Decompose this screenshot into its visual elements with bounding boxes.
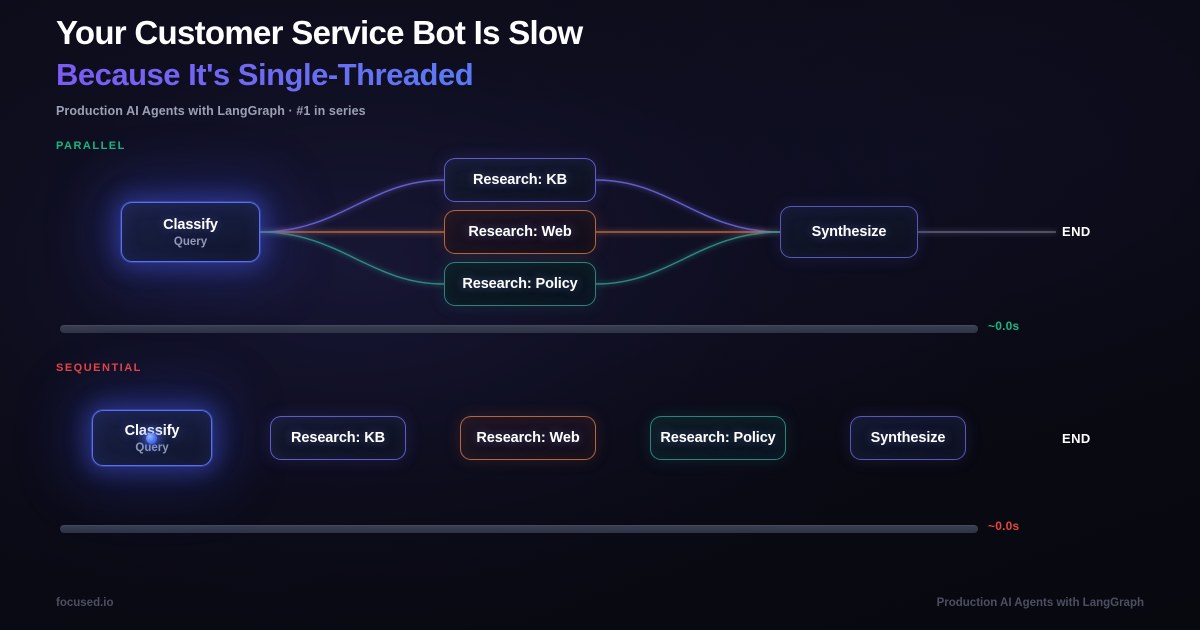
node-synthesize-parallel[interactable]: Synthesize <box>780 206 918 258</box>
node-research-web-sequential[interactable]: Research: Web <box>460 416 596 460</box>
node-subtitle: Query <box>173 235 208 248</box>
header: Your Customer Service Bot Is Slow Becaus… <box>56 14 583 119</box>
node-classify-sequential[interactable]: Classify Query <box>92 410 212 466</box>
footer-brand[interactable]: focused.io <box>56 597 114 609</box>
parallel-graph: Classify Query Research: KB Research: We… <box>0 140 1200 330</box>
node-title: Classify <box>124 422 180 439</box>
node-title: Synthesize <box>870 430 946 446</box>
parallel-edges <box>259 179 1056 285</box>
parallel-timing-row: ~0.0s <box>0 319 1200 336</box>
sequential-graph: Classify Query Research: KB Research: We… <box>0 362 1200 552</box>
sequential-timing-row: ~0.0s <box>0 519 1200 536</box>
node-research-policy-sequential[interactable]: Research: Policy <box>650 416 786 460</box>
node-subtitle: Query <box>135 441 169 454</box>
parallel-elapsed-time: ~0.0s <box>988 319 1020 333</box>
node-research-kb-parallel[interactable]: Research: KB <box>444 158 596 202</box>
active-step-indicator-dot <box>146 433 157 444</box>
parallel-section-label: PARALLEL <box>56 140 126 152</box>
node-research-policy-parallel[interactable]: Research: Policy <box>444 262 596 306</box>
end-label-sequential: END <box>1062 431 1091 446</box>
footer-series: Production AI Agents with LangGraph <box>936 597 1144 609</box>
node-research-kb-sequential[interactable]: Research: KB <box>270 416 406 460</box>
parallel-progress-bar[interactable] <box>60 325 978 333</box>
node-title: Research: Web <box>476 430 580 446</box>
page-subtitle: Production AI Agents with LangGraph · #1… <box>56 104 366 119</box>
end-label-parallel: END <box>1062 224 1091 239</box>
node-title: Research: Policy <box>462 276 578 292</box>
node-classify-parallel[interactable]: Classify Query <box>121 202 260 262</box>
sequential-elapsed-time: ~0.0s <box>988 519 1020 533</box>
node-title: Research: KB <box>473 172 567 188</box>
node-title: Research: KB <box>291 430 385 446</box>
node-research-web-parallel[interactable]: Research: Web <box>444 210 596 254</box>
sequential-section-label: SEQUENTIAL <box>56 362 142 374</box>
node-title: Synthesize <box>811 224 887 240</box>
page-title-line2: Because It's Single-Threaded <box>56 56 582 93</box>
node-title: Research: Policy <box>660 430 776 446</box>
sequential-edges <box>211 437 1056 439</box>
node-synthesize-sequential[interactable]: Synthesize <box>850 416 966 460</box>
node-title: Research: Web <box>468 224 572 240</box>
page-title-line1: Your Customer Service Bot Is Slow <box>56 14 583 51</box>
sequential-progress-bar[interactable] <box>60 525 978 533</box>
node-title: Classify <box>163 216 218 233</box>
